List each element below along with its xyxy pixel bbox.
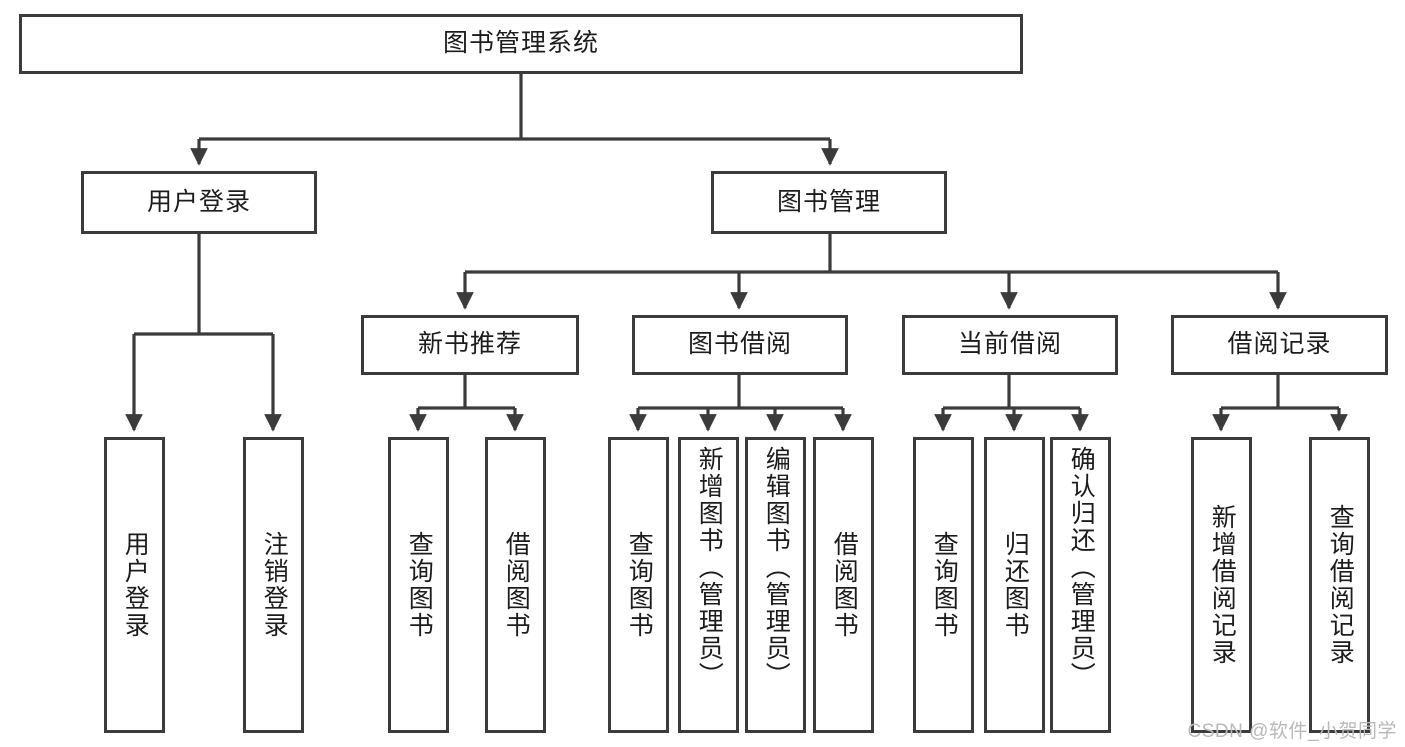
leaf-add-borrow-record[interactable]: 新增借阅记录 bbox=[1191, 437, 1252, 733]
csdn-watermark: CSDN @软件_小贺同学 bbox=[1187, 721, 1397, 742]
leaf-query-borrow-record-label: 查询借阅记录 bbox=[1326, 504, 1355, 666]
leaf-add-book[interactable]: 新增图书（管理员） bbox=[678, 437, 739, 733]
node-user-login-label: 用户登录 bbox=[146, 187, 251, 216]
leaf-query-book-2-label: 查询图书 bbox=[625, 531, 654, 639]
leaf-user-logout-label: 注销登录 bbox=[260, 531, 289, 639]
leaf-user-login-label: 用户登录 bbox=[121, 531, 150, 639]
leaf-return-book-label: 归还图书 bbox=[1001, 531, 1030, 639]
leaf-confirm-return[interactable]: 确认归还（管理员） bbox=[1050, 437, 1111, 733]
leaf-borrow-book-1-label: 借阅图书 bbox=[502, 531, 531, 639]
leaf-query-book-3-label: 查询图书 bbox=[930, 531, 959, 639]
node-borrow-record-label: 借阅记录 bbox=[1227, 330, 1332, 359]
leaf-return-book[interactable]: 归还图书 bbox=[984, 437, 1045, 733]
node-book-borrow[interactable]: 图书借阅 bbox=[632, 315, 848, 375]
leaf-query-book-2[interactable]: 查询图书 bbox=[608, 437, 669, 733]
leaf-query-book-1-label: 查询图书 bbox=[405, 531, 434, 639]
leaf-edit-book-label: 编辑图书（管理员） bbox=[762, 446, 791, 689]
leaf-user-login[interactable]: 用户登录 bbox=[104, 437, 165, 733]
node-book-manage-label: 图书管理 bbox=[776, 187, 881, 216]
leaf-confirm-return-label: 确认归还（管理员） bbox=[1067, 446, 1096, 689]
node-root-label: 图书管理系统 bbox=[442, 29, 599, 58]
leaf-borrow-book-2[interactable]: 借阅图书 bbox=[813, 437, 874, 733]
node-current-borrow[interactable]: 当前借阅 bbox=[902, 315, 1118, 375]
leaf-user-logout[interactable]: 注销登录 bbox=[243, 437, 304, 733]
node-book-borrow-label: 图书借阅 bbox=[687, 330, 792, 359]
node-user-login[interactable]: 用户登录 bbox=[81, 171, 317, 234]
leaf-edit-book[interactable]: 编辑图书（管理员） bbox=[745, 437, 806, 733]
node-book-manage[interactable]: 图书管理 bbox=[711, 171, 947, 234]
leaf-query-book-1[interactable]: 查询图书 bbox=[388, 437, 449, 733]
node-borrow-record[interactable]: 借阅记录 bbox=[1171, 315, 1388, 375]
node-new-book-recommend-label: 新书推荐 bbox=[417, 330, 522, 359]
leaf-borrow-book-1[interactable]: 借阅图书 bbox=[485, 437, 546, 733]
node-current-borrow-label: 当前借阅 bbox=[957, 330, 1062, 359]
leaf-query-borrow-record[interactable]: 查询借阅记录 bbox=[1309, 437, 1370, 733]
node-root[interactable]: 图书管理系统 bbox=[19, 14, 1023, 74]
leaf-query-book-3[interactable]: 查询图书 bbox=[913, 437, 974, 733]
leaf-add-borrow-record-label: 新增借阅记录 bbox=[1208, 504, 1237, 666]
leaf-add-book-label: 新增图书（管理员） bbox=[695, 446, 724, 689]
leaf-borrow-book-2-label: 借阅图书 bbox=[830, 531, 859, 639]
node-new-book-recommend[interactable]: 新书推荐 bbox=[361, 315, 579, 375]
